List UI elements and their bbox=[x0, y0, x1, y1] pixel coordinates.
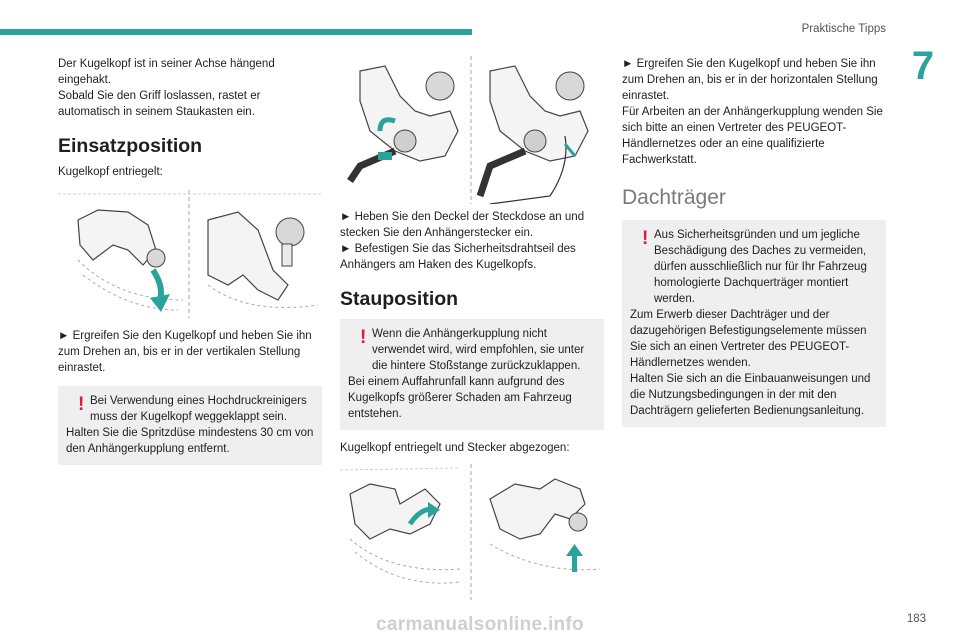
warning-text-1: Bei Verwendung eines Hochdruckreinigers … bbox=[90, 395, 307, 423]
arrow-up-icon bbox=[572, 554, 577, 572]
warning-exclamation-icon: ! bbox=[360, 327, 367, 348]
warning-text-1: Aus Sicherheitsgründen und um jegliche B… bbox=[654, 229, 867, 305]
header-accent-bar bbox=[0, 29, 472, 35]
arrow-rotate-icon bbox=[377, 117, 396, 132]
figure-tow-ball-fold bbox=[339, 464, 604, 600]
section-title: Praktische Tipps bbox=[801, 23, 886, 35]
heading-dachtraeger: Dachträger bbox=[622, 186, 726, 209]
subtitle-unlocked: Kugelkopf entriegelt: bbox=[58, 166, 163, 178]
figure-tow-ball-vertical bbox=[58, 190, 322, 318]
warning-text-2: Halten Sie die Spritzdüse mindestens 30 … bbox=[66, 427, 314, 455]
intro-paragraph-2: Sobald Sie den Griff loslassen, rastet e… bbox=[58, 90, 261, 118]
warning-box-storage: ! Wenn die Anhängerkupplung nicht verwen… bbox=[340, 319, 604, 430]
warning-text-1: Wenn die Anhängerkupplung nicht verwende… bbox=[372, 328, 585, 372]
warning-box-pressure-washer: ! Bei Verwendung eines Hochdruckreiniger… bbox=[58, 386, 322, 465]
watermark: carmanualsonline.info bbox=[376, 614, 584, 635]
intro-paragraph-1: Der Kugelkopf ist in seiner Achse hängen… bbox=[58, 58, 275, 86]
instruction-socket: ► Heben Sie den Deckel der Steckdose an … bbox=[340, 211, 585, 239]
note-dealer: Für Arbeiten an der Anhängerkupplung wen… bbox=[622, 106, 883, 166]
instruction-safety-cable: ► Befestigen Sie das Sicherheitsdrahtsei… bbox=[340, 243, 576, 271]
column-1: Der Kugelkopf ist in seiner Achse hängen… bbox=[58, 56, 322, 465]
tow-ball-illustration bbox=[58, 190, 322, 318]
instruction-lift-vertical: ► Ergreifen Sie den Kugelkopf und heben … bbox=[58, 330, 312, 374]
page-number: 183 bbox=[906, 613, 926, 625]
column-3: ► Ergreifen Sie den Kugelkopf und heben … bbox=[622, 56, 886, 427]
instruction-lift-horizontal: ► Ergreifen Sie den Kugelkopf und heben … bbox=[622, 58, 878, 102]
chapter-number: 7 bbox=[911, 44, 935, 88]
tow-ball-fold-illustration bbox=[339, 464, 601, 600]
warning-exclamation-icon: ! bbox=[642, 228, 649, 249]
figure-socket-and-cable bbox=[340, 56, 604, 205]
warning-exclamation-icon: ! bbox=[78, 394, 85, 415]
heading-einsatzposition: Einsatzposition bbox=[58, 135, 203, 157]
warning-box-roof-rack: ! Aus Sicherheitsgründen und um jegliche… bbox=[622, 220, 886, 427]
subtitle-unlocked-unplugged: Kugelkopf entriegelt und Stecker abgezog… bbox=[340, 442, 570, 454]
heading-stauposition: Stauposition bbox=[340, 288, 459, 310]
warning-text-2: Zum Erwerb dieser Dachträger und der daz… bbox=[630, 309, 867, 369]
column-2: ► Heben Sie den Deckel der Steckdose an … bbox=[339, 56, 604, 600]
warning-text-3: Halten Sie sich an die Einbauanweisungen… bbox=[630, 373, 871, 417]
warning-text-2: Bei einem Auffahrunfall kann aufgrund de… bbox=[348, 376, 572, 420]
socket-illustration bbox=[347, 56, 589, 205]
